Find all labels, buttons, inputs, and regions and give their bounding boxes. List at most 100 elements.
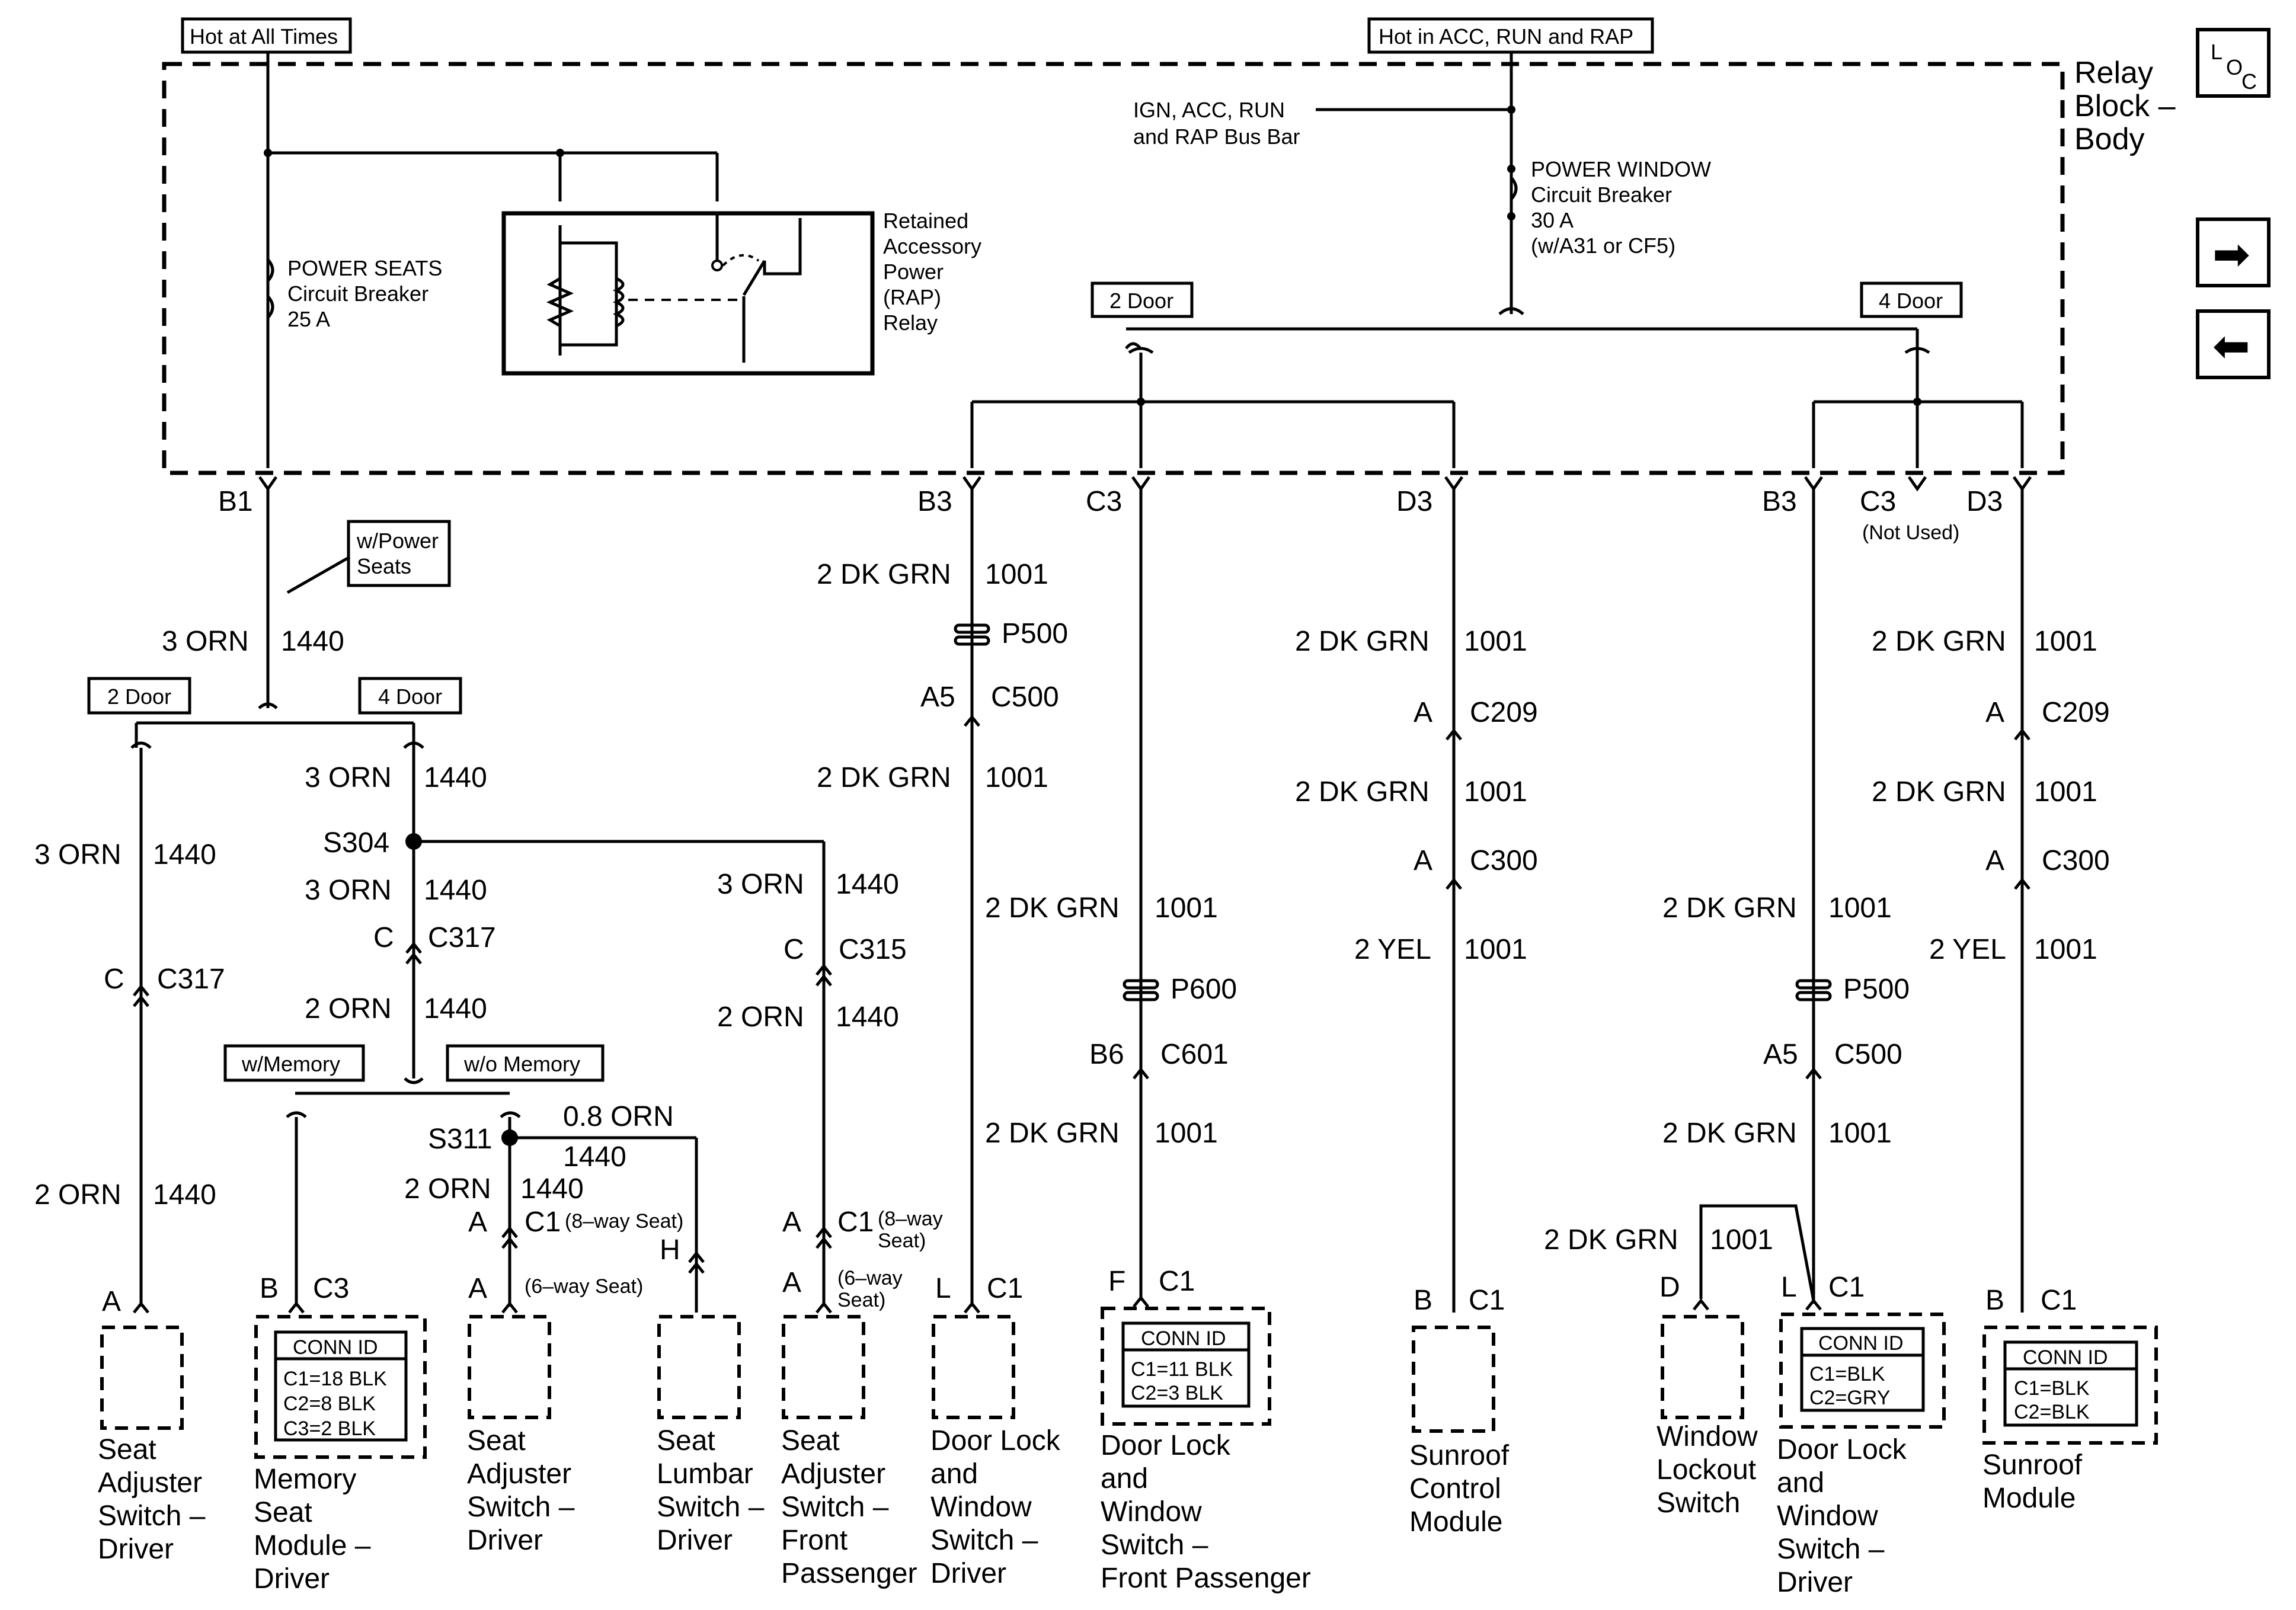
svg-text:0.8 ORN: 0.8 ORN [563,1101,674,1132]
svg-text:2 DK GRN: 2 DK GRN [1544,1224,1678,1256]
svg-text:Circuit Breaker: Circuit Breaker [1531,183,1672,207]
svg-text:L: L [1781,1272,1797,1303]
svg-text:C: C [784,934,804,965]
svg-text:Switch –: Switch – [657,1491,765,1523]
door-lock-window-switch-driver-4door: CONN ID C1=BLK C2=GRY Door Lock and Wind… [1777,1313,1946,1598]
connector-p500-right: P500 [1843,974,1910,1005]
window-lockout-switch: Window Lockout Switch [1657,1315,1758,1519]
relay-block-label: Relay Block – Body [2074,56,2176,156]
svg-text:Accessory: Accessory [883,234,981,258]
svg-text:Driver: Driver [467,1525,543,1556]
svg-text:CONN ID: CONN ID [1818,1332,1904,1355]
svg-text:3 ORN: 3 ORN [305,875,392,906]
seat-adjuster-switch-driver-2door: Seat Adjuster Switch – Driver [98,1326,206,1565]
svg-text:2 DK GRN: 2 DK GRN [1295,776,1430,808]
splice-s311: S311 [428,1124,493,1155]
next-page-button[interactable]: ➡ [2196,217,2271,287]
connector-p600: P600 [1171,974,1237,1005]
pin-b1: B1 [218,486,253,517]
svg-text:2 Door: 2 Door [107,684,171,709]
arrow-right-icon: ➡ [2212,228,2250,280]
svg-text:1440: 1440 [424,762,487,793]
svg-text:1440: 1440 [836,869,899,900]
svg-text:Seat: Seat [98,1434,156,1465]
svg-text:A: A [1985,845,2004,876]
svg-text:4 Door: 4 Door [1879,289,1943,313]
svg-text:Switch –: Switch – [98,1500,206,1532]
svg-text:Sunroof: Sunroof [1982,1449,2083,1481]
svg-text:2 YEL: 2 YEL [1354,934,1431,965]
w-memory-box [223,1044,365,1082]
svg-text:Switch –: Switch – [781,1491,889,1523]
svg-text:Module: Module [1409,1506,1502,1538]
pin-c3-left: C3 [1086,486,1122,517]
svg-text:1001: 1001 [2034,626,2097,657]
svg-text:Relay: Relay [883,311,938,335]
svg-text:C1: C1 [525,1206,561,1238]
svg-text:C2=3 BLK: C2=3 BLK [1131,1382,1223,1404]
hot-in-acc-label: Hot in ACC, RUN and RAP [1379,24,1633,49]
seat-adjuster-switch-front-passenger: Seat Adjuster Switch – Front Passenger [781,1315,917,1589]
svg-text:1440: 1440 [153,839,216,870]
svg-text:Driver: Driver [930,1558,1006,1589]
connector-c3-memory: C3 [313,1273,349,1304]
svg-text:and: and [1777,1467,1824,1499]
location-button[interactable]: L O C [2196,28,2271,98]
sunroof-module: CONN ID C1=BLK C2=BLK Sunroof Module [1982,1326,2158,1514]
svg-text:2 DK GRN: 2 DK GRN [1662,892,1797,924]
connector-c300-right: C300 [2042,845,2110,876]
connector-c300-left: C300 [1470,845,1538,876]
svg-text:Window: Window [930,1491,1032,1523]
previous-page-button[interactable]: ⬅ [2196,309,2271,379]
svg-text:2 DK GRN: 2 DK GRN [985,892,1120,924]
svg-text:1440: 1440 [836,1001,899,1033]
svg-text:L: L [2211,40,2223,64]
svg-text:(w/A31 or CF5): (w/A31 or CF5) [1531,233,1675,258]
svg-text:H: H [660,1234,680,1266]
pin-c3-right: C3 [1860,486,1896,517]
svg-text:30 A: 30 A [1531,208,1574,232]
rap-relay-box [501,211,875,376]
svg-text:Adjuster: Adjuster [467,1458,571,1490]
pin-c-c317-left: C [104,964,124,995]
svg-text:B: B [1985,1285,2004,1316]
svg-text:2 DK GRN: 2 DK GRN [817,559,951,590]
svg-text:and: and [930,1458,978,1490]
svg-text:w/o Memory: w/o Memory [463,1052,580,1076]
svg-text:Front: Front [781,1525,848,1556]
seat-adjuster-switch-driver-4door: Seat Adjuster Switch – Driver [467,1315,575,1556]
w-power-seats-box [347,520,451,587]
connector-c315: C315 [839,934,907,965]
connector-p500-left: P500 [1002,618,1068,649]
svg-text:Retained: Retained [883,209,968,233]
connector-c209-left: C209 [1470,697,1538,728]
svg-text:Sunroof: Sunroof [1409,1440,1510,1471]
svg-text:C1: C1 [987,1273,1023,1304]
wire-3orn-b1: 3 ORN [162,626,249,657]
svg-text:C2=GRY: C2=GRY [1809,1387,1890,1409]
svg-text:1440: 1440 [281,626,344,657]
pin-d3-right: D3 [1966,486,2003,517]
svg-text:Seat): Seat) [837,1289,885,1311]
connector-c500-right: C500 [1834,1039,1902,1070]
svg-text:A: A [468,1273,487,1304]
door-lock-window-switch-driver-2door: Door Lock and Window Switch – Driver [930,1315,1061,1589]
svg-text:1001: 1001 [2034,934,2097,965]
svg-text:Seat: Seat [254,1497,312,1528]
svg-text:(6–way Seat): (6–way Seat) [525,1275,643,1298]
svg-text:Door Lock: Door Lock [1101,1430,1231,1461]
svg-text:A5: A5 [920,681,955,713]
svg-text:3 ORN: 3 ORN [717,869,804,900]
svg-text:Circuit Breaker: Circuit Breaker [287,281,428,306]
svg-text:Window: Window [1101,1496,1202,1528]
svg-text:L: L [935,1273,951,1304]
connector-c317-left: C317 [157,964,225,995]
svg-text:B6: B6 [1089,1039,1124,1070]
svg-text:A: A [782,1267,801,1298]
svg-text:1440: 1440 [153,1179,216,1211]
hot-at-all-times-label: Hot at All Times [190,24,338,49]
splice-s304: S304 [323,827,389,859]
svg-text:(8–way: (8–way [878,1208,943,1230]
svg-text:2 DK GRN: 2 DK GRN [817,762,951,793]
svg-text:3 ORN: 3 ORN [305,762,392,793]
